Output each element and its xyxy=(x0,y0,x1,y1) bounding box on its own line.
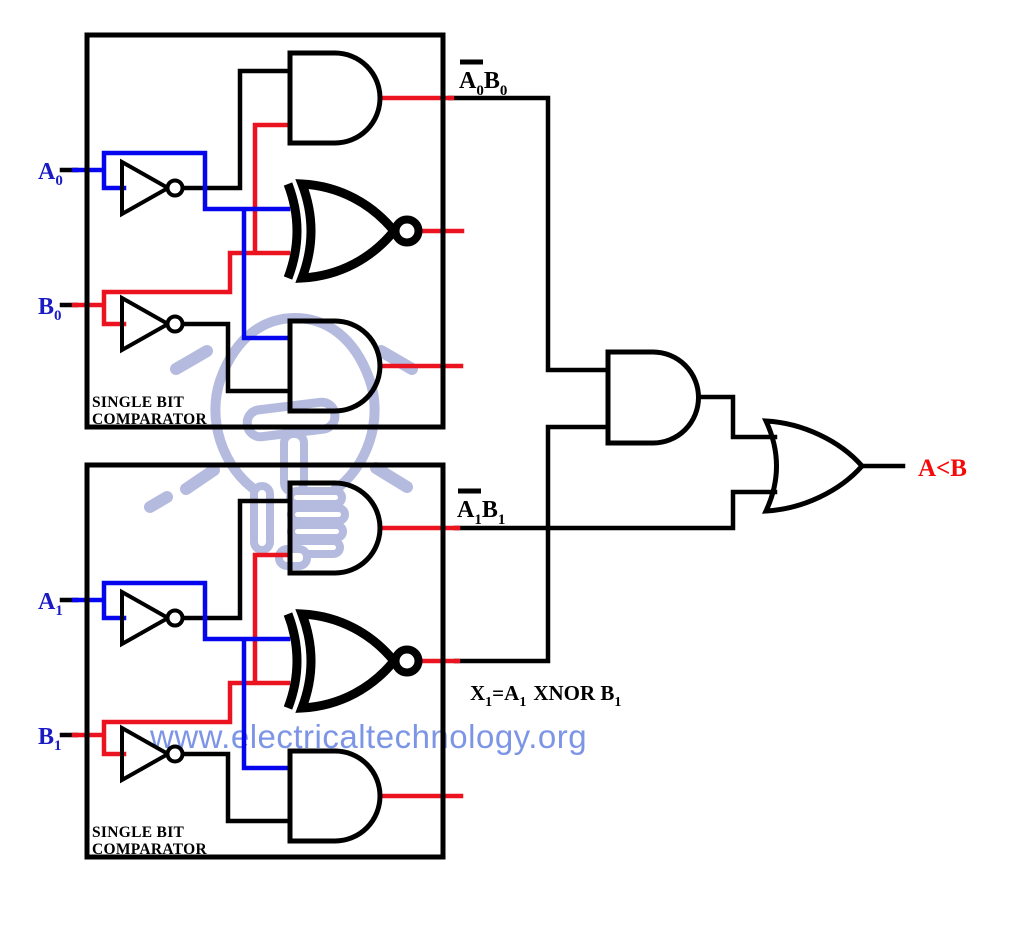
and-gate-bottom-1 xyxy=(287,748,383,844)
not-gate-b1 xyxy=(120,724,173,784)
label-out-a1b1: A1B1 xyxy=(457,497,505,528)
xnor-gate-1-outer-arc xyxy=(283,612,302,710)
wire-comparator0-black xyxy=(59,68,293,394)
bulb-neck xyxy=(250,482,274,554)
wire-comparator0-outputs-red xyxy=(377,95,465,369)
label-input-b1: B1 xyxy=(38,724,62,754)
comparator1-caption-line2: COMPARATOR xyxy=(92,841,207,858)
not-gate-b0 xyxy=(120,294,173,354)
bulb-finger-3 xyxy=(287,521,347,542)
comparator1-caption-line1: SINGLE BIT xyxy=(92,824,185,841)
black-wires xyxy=(59,68,906,824)
red-wires xyxy=(71,95,465,799)
final-or-gate xyxy=(761,418,866,514)
comparator0-gates xyxy=(120,50,423,414)
and-gate-top-1 xyxy=(287,480,383,576)
wire-a0-blue xyxy=(71,150,293,341)
wire-and-to-or xyxy=(696,394,778,440)
wire-interconnect-a1b1 xyxy=(453,489,778,531)
not-gate-a0 xyxy=(120,158,173,218)
xnor-gate-0-outer-arc xyxy=(283,182,302,280)
label-input-a0: A0 xyxy=(38,159,63,189)
blue-wires xyxy=(71,150,293,771)
comparator0-box xyxy=(84,32,446,430)
not-gate-b0-bubble xyxy=(165,314,185,334)
wire-interconnect-a0b0 xyxy=(447,95,611,373)
comparator0-caption-line1: SINGLE BIT xyxy=(92,394,185,411)
comparator1-box xyxy=(84,462,446,860)
not-gate-a1 xyxy=(120,588,173,648)
label-out-a0b0: A0B0 xyxy=(459,68,507,99)
not-gate-a1-bubble xyxy=(165,608,185,628)
bulb-finger-2 xyxy=(287,504,349,525)
bulb-outline xyxy=(210,313,380,497)
label-input-a1: A1 xyxy=(38,589,63,619)
final-and-gate xyxy=(605,349,701,446)
wire-interconnect-x1 xyxy=(453,424,611,664)
comparator0-caption-line2: COMPARATOR xyxy=(92,411,207,428)
not-gate-b1-bubble xyxy=(165,744,185,764)
xnor-gate-1-bubble xyxy=(391,645,423,677)
output-stage-gates xyxy=(605,349,866,514)
xnor-gate-1-body xyxy=(295,609,400,713)
wire-comparator1-black xyxy=(59,498,293,824)
bulb-tip xyxy=(275,545,311,570)
light-bulb-watermark-icon xyxy=(144,313,418,570)
label-input-b0: B0 xyxy=(38,294,62,324)
comparator1-gates xyxy=(120,480,423,844)
xnor-gate-0-bubble xyxy=(391,215,423,247)
not-gate-a0-bubble xyxy=(165,178,185,198)
label-final-output: A<B xyxy=(918,455,967,482)
bulb-finger-1 xyxy=(286,487,346,508)
and-gate-bottom-0 xyxy=(287,318,383,414)
and-gate-top-0 xyxy=(287,50,383,146)
xnor-gate-0-body xyxy=(295,179,400,283)
